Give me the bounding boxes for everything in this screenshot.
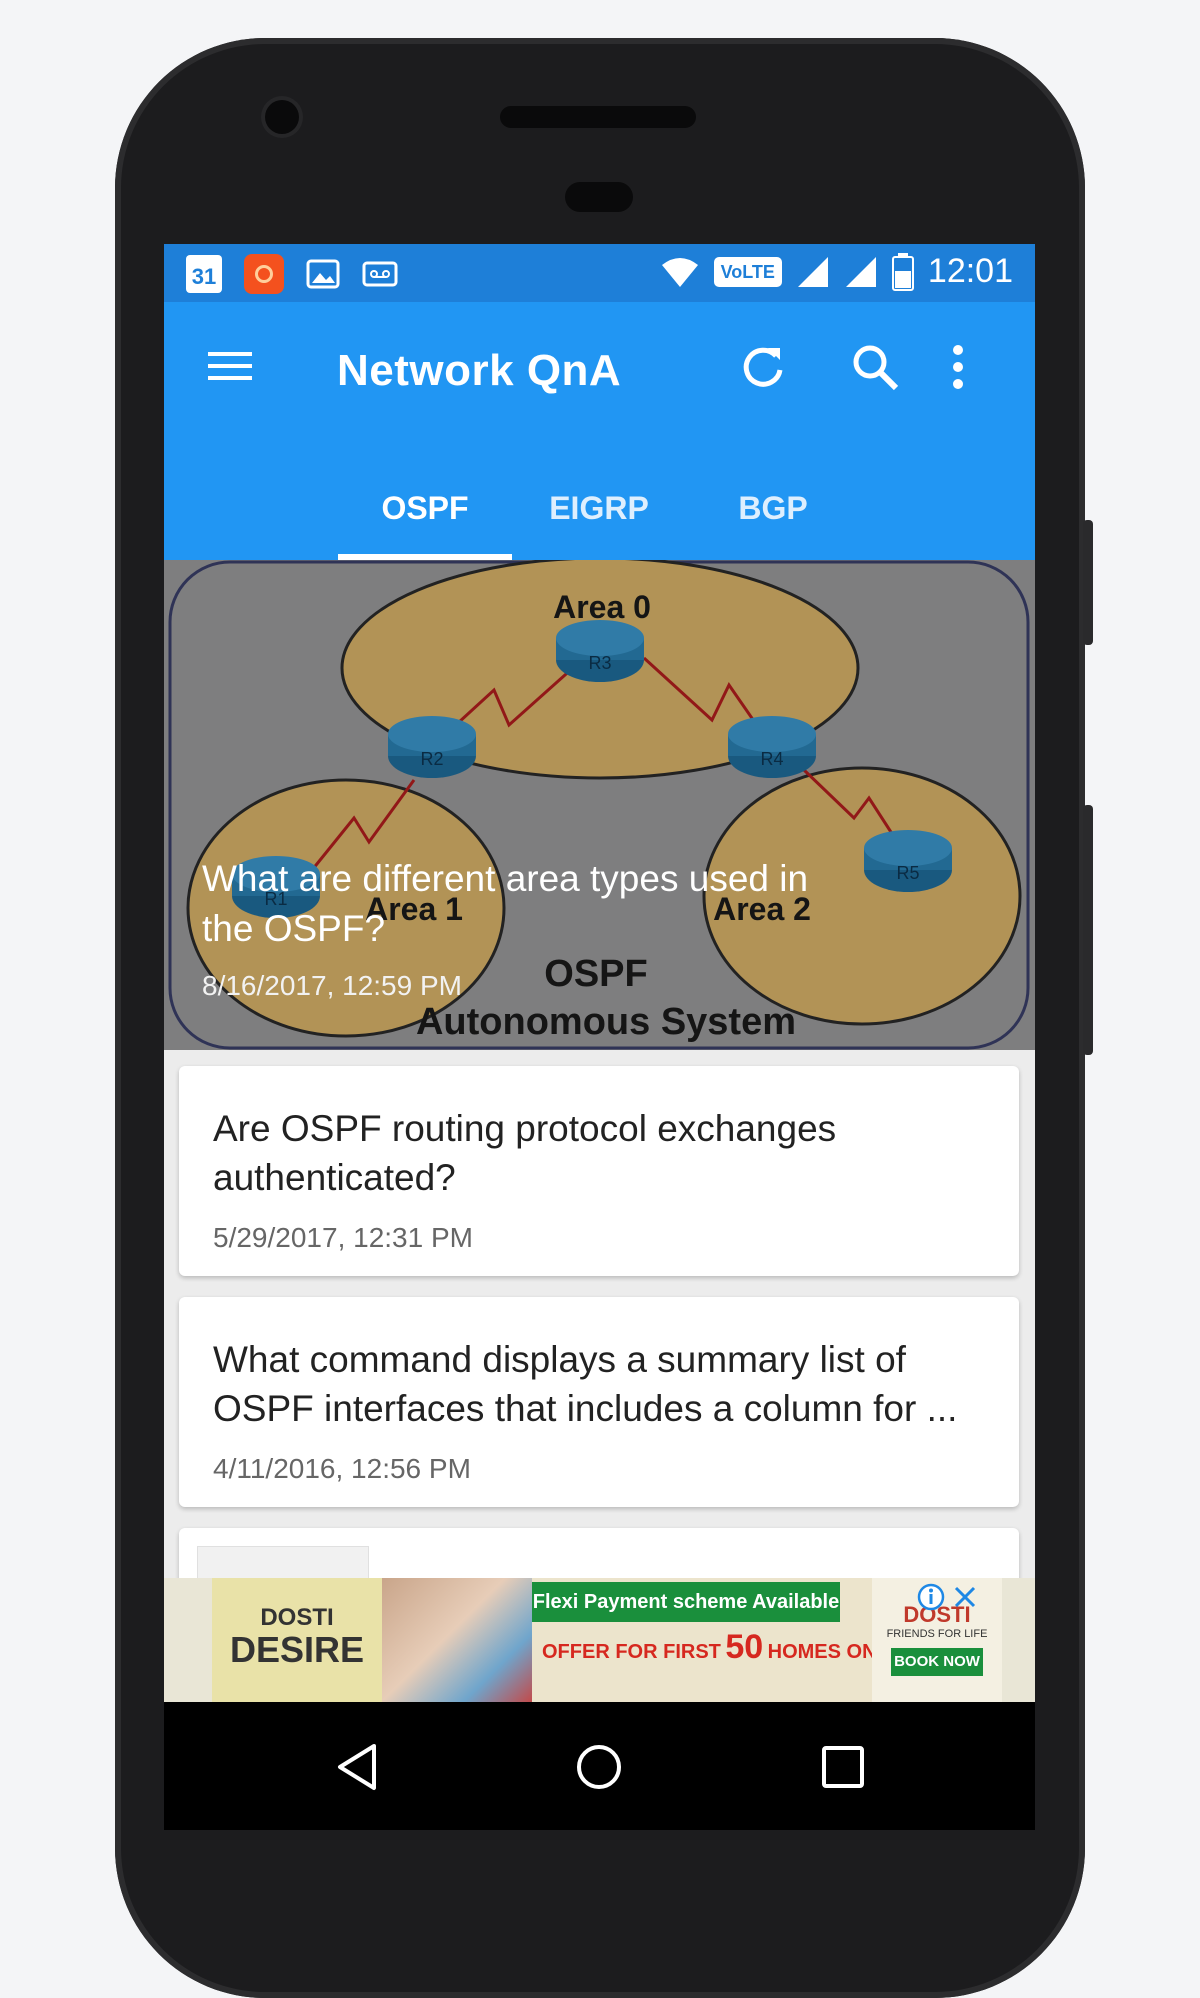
hero-overlay	[164, 560, 1035, 1050]
question-date: 5/29/2017, 12:31 PM	[213, 1222, 473, 1253]
router-r4: R4	[728, 716, 816, 778]
router-label-r1: R1	[264, 889, 287, 909]
ad-photo	[382, 1578, 532, 1702]
proximity-sensor	[565, 182, 633, 212]
featured-article-date: 8/16/2017, 12:59 PM	[202, 970, 462, 1001]
calendar-day: 31	[191, 264, 217, 289]
featured-article-title: What are different area types used in th…	[202, 858, 809, 949]
ad-offer-number: 50	[725, 1628, 764, 1666]
ad-cta-button[interactable]: BOOK NOW	[891, 1648, 983, 1676]
system-nav-bar	[164, 1702, 1035, 1830]
signal-icon	[797, 256, 828, 287]
home-icon[interactable]	[574, 1742, 624, 1792]
calendar-icon: 31	[186, 255, 222, 293]
ad-offer-block: Flexi Payment scheme Available OFFER FOR…	[532, 1578, 900, 1702]
battery-icon	[891, 252, 914, 291]
question-card[interactable]: What command displays a summary list of …	[179, 1297, 1019, 1507]
tab-eigrp[interactable]: EIGRP	[549, 490, 649, 526]
power-button	[1083, 520, 1093, 645]
question-title-line: Are OSPF routing protocol exchanges	[213, 1108, 837, 1149]
router-label-r2: R2	[420, 749, 443, 769]
volume-button	[1083, 805, 1093, 1055]
notification-app-icon	[244, 254, 284, 294]
recents-icon[interactable]	[820, 1744, 866, 1790]
back-icon[interactable]	[334, 1742, 380, 1792]
router-label-r5: R5	[896, 863, 919, 883]
ad-banner[interactable]: DOSTI DESIRE Flexi Payment scheme Availa…	[164, 1578, 1035, 1702]
question-title-line: OSPF interfaces that includes a column f…	[213, 1388, 958, 1429]
volte-badge: VoLTE	[713, 256, 782, 287]
status-time: 12:01	[927, 252, 1013, 290]
ospf-diagram-image: R3 R2 R4 R1	[164, 560, 1035, 1050]
earpiece-speaker	[500, 106, 696, 128]
ad-payment-banner: Flexi Payment scheme Available	[532, 1582, 840, 1622]
search-icon[interactable]	[850, 342, 900, 392]
status-bar: 31 VoLTE	[164, 244, 1035, 302]
router-r5: R5	[864, 830, 952, 892]
ad-brand-name-top: DOSTI	[260, 1604, 334, 1631]
diagram-caption-autonomous-system: Autonomous System	[416, 1001, 796, 1043]
diagram-caption-ospf: OSPF	[544, 953, 647, 995]
app-bar: Network QnA OSPF EIGRP BGP	[164, 302, 1035, 560]
router-r3: R3	[556, 620, 644, 682]
featured-article[interactable]: R3 R2 R4 R1	[164, 560, 1035, 1050]
ad-brand-name: DESIRE	[229, 1629, 365, 1670]
voicemail-icon	[362, 261, 398, 287]
question-card[interactable]: Are OSPF routing protocol exchanges auth…	[179, 1066, 1019, 1276]
area1-label: Area 1	[365, 891, 463, 927]
ad-offer-text: OFFER FOR FIRST	[542, 1641, 721, 1663]
question-title-line: authenticated?	[213, 1157, 456, 1198]
ad-close-icon[interactable]	[950, 1582, 980, 1612]
ad-offer-line: OFFER FOR FIRST 50 HOMES ONLY	[542, 1628, 900, 1667]
tab-ospf[interactable]: OSPF	[338, 464, 512, 560]
area2-label: Area 2	[713, 891, 811, 927]
router-r1: R1	[232, 856, 320, 918]
question-title: Are OSPF routing protocol exchanges auth…	[213, 1104, 1003, 1202]
ad-side-tagline: FRIENDS FOR LIFE	[886, 1628, 988, 1640]
ad-info-icon[interactable]	[916, 1582, 946, 1612]
area0-label: Area 0	[553, 589, 651, 625]
app-title: Network QnA	[337, 346, 622, 395]
question-title: What command displays a summary list of …	[213, 1335, 1003, 1433]
front-camera	[265, 100, 299, 134]
tab-bgp[interactable]: BGP	[738, 490, 808, 526]
ad-offer-suffix: HOMES ONLY	[767, 1641, 901, 1663]
menu-icon[interactable]	[206, 342, 254, 390]
image-icon	[306, 259, 340, 289]
tab-bar: OSPF EIGRP BGP	[338, 464, 860, 560]
router-label-r3: R3	[588, 653, 611, 673]
ad-brand-block: DOSTI DESIRE	[212, 1578, 382, 1702]
question-title-line: What command displays a summary list of	[213, 1339, 906, 1380]
question-date: 4/11/2016, 12:56 PM	[213, 1453, 471, 1484]
router-label-r4: R4	[760, 749, 783, 769]
wifi-icon	[661, 257, 698, 287]
more-vert-icon[interactable]	[948, 342, 968, 392]
refresh-icon[interactable]	[738, 342, 788, 392]
router-r2: R2	[388, 716, 476, 778]
signal-secondary-icon	[845, 256, 876, 287]
app-screen: 31 VoLTE	[164, 244, 1035, 1702]
